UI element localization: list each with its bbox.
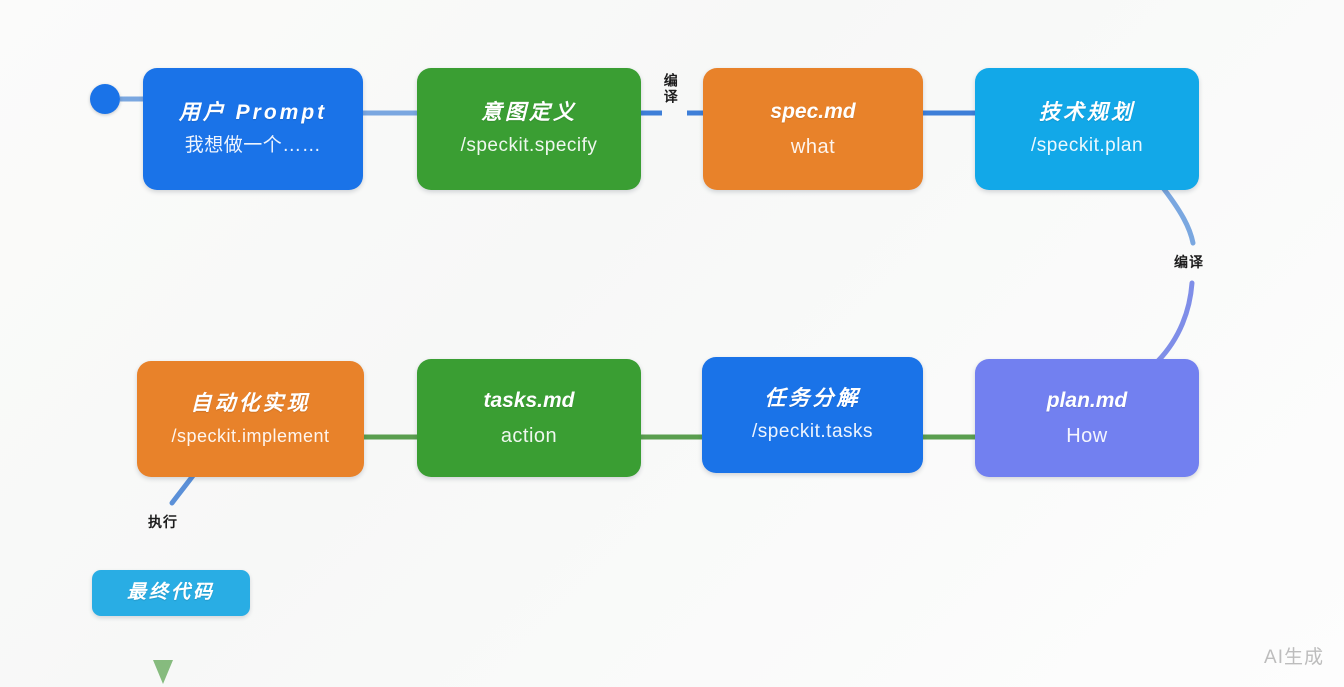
node-subtitle: How [1066, 424, 1108, 447]
node-title: 最终代码 [126, 581, 215, 603]
edge-compile2-to-plan-md [1155, 280, 1195, 364]
node-subtitle: /speckit.plan [1030, 135, 1144, 157]
node-title: 技术规划 [1039, 101, 1135, 124]
node-subtitle: 我想做一个…… [184, 135, 322, 157]
node-title: 任务分解 [764, 387, 861, 410]
edge-label-compile-1: 编译 [662, 73, 679, 105]
edge-label-compile-2: 编译 [1174, 254, 1204, 270]
node-plan-md[interactable]: plan.md How [975, 359, 1199, 477]
node-title: tasks.md [483, 389, 575, 413]
edge-implementation-to-execute [169, 470, 198, 506]
edge-technical-planning-to-compile2 [1157, 181, 1196, 246]
node-subtitle: /speckit.implement [171, 425, 330, 446]
node-spec-md[interactable]: spec.md what [703, 68, 923, 190]
watermark: AI生成 [1264, 647, 1324, 668]
node-subtitle: action [500, 424, 558, 447]
node-task-breakdown[interactable]: 任务分解 /speckit.tasks [702, 357, 923, 473]
node-title: 自动化实现 [190, 391, 311, 415]
arrow-head-icon [153, 660, 173, 684]
node-tasks-md[interactable]: tasks.md action [417, 359, 641, 477]
node-subtitle: /speckit.specify [460, 135, 598, 157]
node-user-prompt[interactable]: 用户 Prompt 我想做一个…… [143, 68, 363, 190]
node-intent-definition[interactable]: 意图定义 /speckit.specify [417, 68, 641, 190]
node-title: 用户 Prompt [178, 101, 328, 124]
node-title: spec.md [770, 100, 856, 124]
node-final-code[interactable]: 最终代码 [92, 570, 250, 616]
node-subtitle: /speckit.tasks [751, 421, 874, 443]
node-automated-implementation[interactable]: 自动化实现 /speckit.implement [137, 361, 364, 477]
node-subtitle: what [790, 135, 836, 158]
node-title: plan.md [1046, 389, 1128, 413]
edge-label-execute: 执行 [148, 514, 178, 530]
node-technical-planning[interactable]: 技术规划 /speckit.plan [975, 68, 1199, 190]
start-dot [90, 84, 120, 114]
node-title: 意图定义 [481, 101, 577, 124]
